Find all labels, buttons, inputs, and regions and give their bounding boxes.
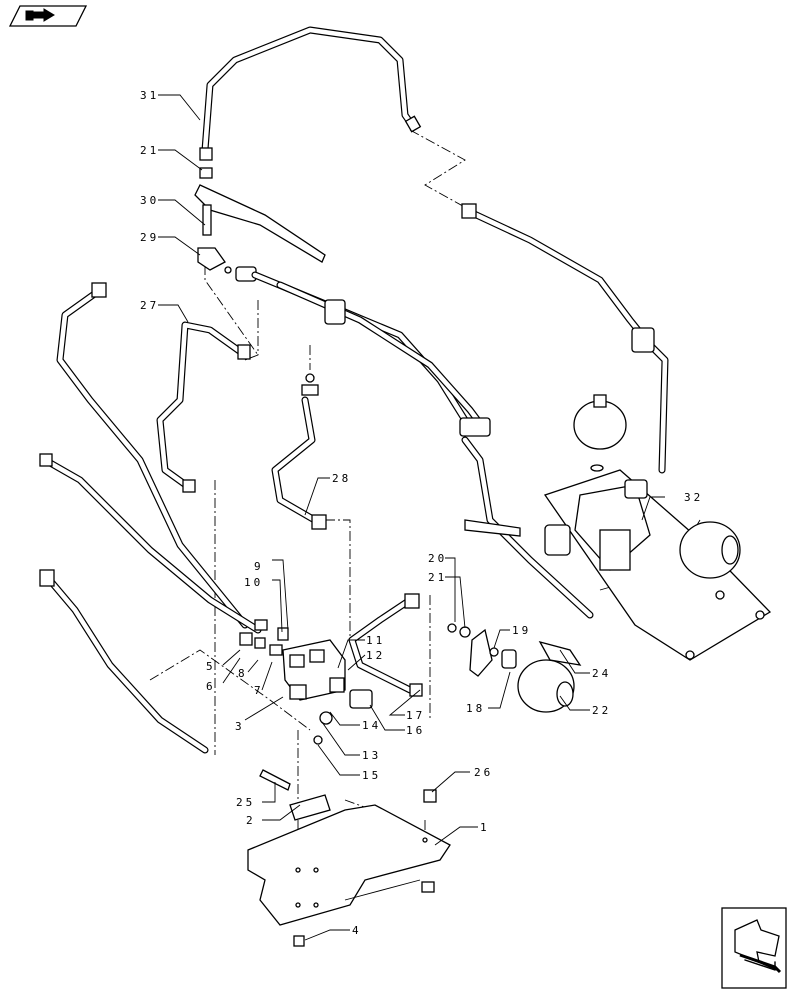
callout-15: 15 <box>362 769 381 782</box>
washers-and-bracket <box>447 623 517 677</box>
callout-19: 19 <box>512 624 531 637</box>
callout-1: 1 <box>480 821 490 834</box>
callout-2: 2 <box>246 814 256 827</box>
part-31-pipe <box>199 26 422 161</box>
callout-21: 21 <box>428 571 447 584</box>
callout-8: 8 <box>238 667 248 680</box>
callout-27: 27 <box>140 299 159 312</box>
bolts <box>259 769 437 947</box>
hose-clamp <box>464 519 521 537</box>
callout-24: 24 <box>592 667 611 680</box>
leader-lines <box>158 94 665 941</box>
callout-32: 32 <box>684 491 703 504</box>
right-valve-assembly <box>543 469 772 661</box>
bracket-30 <box>194 167 326 271</box>
callout-30: 30 <box>140 194 159 207</box>
fittings-upper <box>224 266 319 396</box>
return-pipe <box>348 593 423 697</box>
accumulator-upper <box>573 394 627 472</box>
callout-20: 20 <box>428 552 447 565</box>
hoses-center <box>251 271 594 619</box>
callout-labels: 31 21 30 29 27 28 32 9 10 5 6 8 7 3 11 1… <box>140 89 703 937</box>
callout-11: 11 <box>366 634 385 647</box>
hoses-left <box>39 282 262 754</box>
callout-22: 22 <box>592 704 611 717</box>
callout-6: 6 <box>206 680 216 693</box>
callout-14: 14 <box>362 719 381 732</box>
callout-16: 16 <box>406 724 425 737</box>
callout-10: 10 <box>244 576 263 589</box>
accumulator-22 <box>517 640 582 713</box>
callout-12: 12 <box>366 649 385 662</box>
callout-4: 4 <box>352 924 362 937</box>
return-arrow-icon[interactable] <box>721 907 787 989</box>
base-plate-1 <box>247 794 451 926</box>
callout-5: 5 <box>206 660 216 673</box>
callout-9: 9 <box>254 560 264 573</box>
parts-catalog-icon[interactable] <box>8 5 88 27</box>
callout-18: 18 <box>466 702 485 715</box>
callout-21-top: 21 <box>140 144 159 157</box>
callout-7: 7 <box>254 684 264 697</box>
callout-26: 26 <box>474 766 493 779</box>
callout-31: 31 <box>140 89 159 102</box>
small-fittings-left <box>239 619 289 656</box>
callout-17: 17 <box>406 709 425 722</box>
callout-25: 25 <box>236 796 255 809</box>
callout-13: 13 <box>362 749 381 762</box>
callout-29: 29 <box>140 231 159 244</box>
callout-3: 3 <box>235 720 245 733</box>
valve-block-3 <box>282 639 373 745</box>
callout-28: 28 <box>332 472 351 485</box>
part-28-pipe <box>271 396 327 530</box>
hose-right <box>461 203 669 474</box>
part-27-pipe <box>156 321 251 493</box>
